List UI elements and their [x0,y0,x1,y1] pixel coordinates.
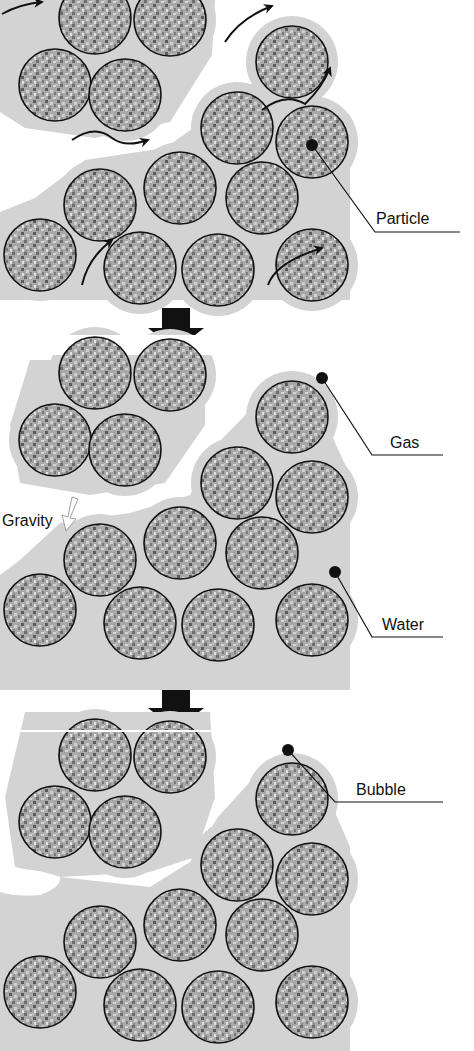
force-label: Gravity [2,512,53,530]
water-film [0,327,358,690]
part-label: Gas [390,434,419,452]
particle-circles [4,0,348,306]
particle-circles [4,719,348,1043]
part-label: Particle [376,210,429,228]
leader-dot [282,139,341,756]
water-film [0,709,358,1051]
part-label: Water [382,616,424,634]
panel-flow [0,0,358,316]
bubble [0,869,60,895]
panel-drain [0,327,474,690]
part-label: Bubble [356,781,406,799]
particle-circles [4,337,348,661]
flow-arrow [2,2,330,285]
panel-bubble [0,709,358,1051]
water-film [0,0,358,316]
gravity-arrow [62,497,78,531]
leader-line [288,145,460,802]
